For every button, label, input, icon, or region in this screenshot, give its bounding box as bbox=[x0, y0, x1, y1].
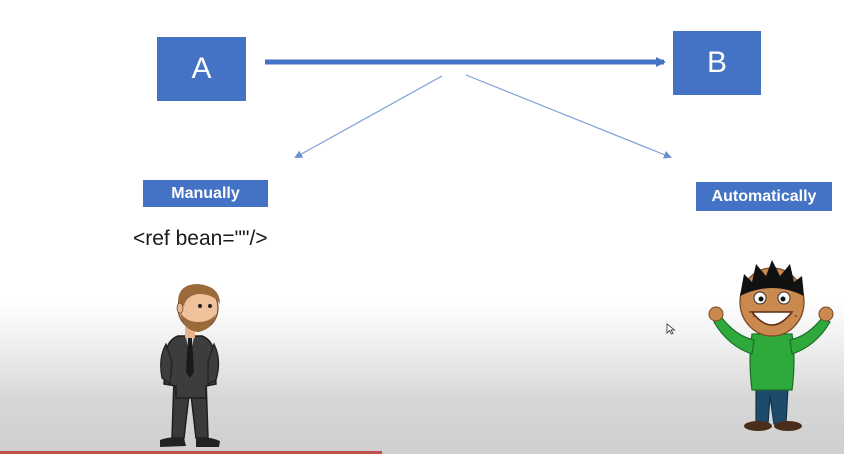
mouse-pointer-icon bbox=[666, 323, 676, 335]
node-b: B bbox=[673, 31, 761, 95]
arrow-to-manual bbox=[294, 75, 443, 158]
arrow-to-automatic bbox=[465, 74, 672, 159]
automatic-label: Automatically bbox=[696, 182, 832, 211]
node-a: A bbox=[157, 37, 246, 101]
ref-bean-code: <ref bean=""/> bbox=[133, 227, 268, 250]
manual-label: Manually bbox=[143, 180, 268, 207]
progress-strip bbox=[0, 451, 382, 454]
